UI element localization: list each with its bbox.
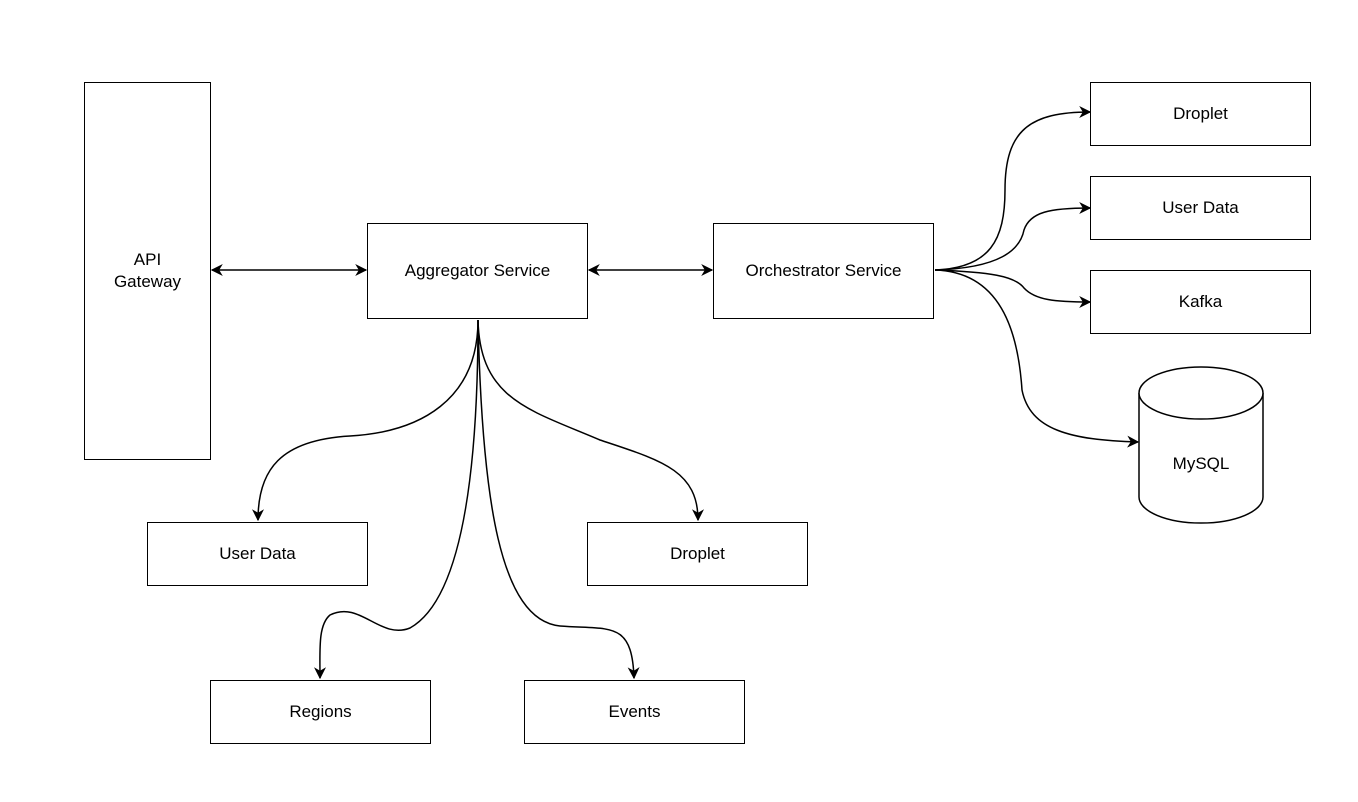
mysql-cylinder	[1138, 366, 1264, 524]
regions-label: Regions	[289, 702, 352, 721]
api-gateway-node: API Gateway	[84, 82, 211, 460]
events-node: Events	[524, 680, 745, 744]
orchestrator-service-label: Orchestrator Service	[745, 261, 902, 280]
edge-aggregator-regions	[313, 319, 479, 680]
aggregator-user-data-node: User Data	[147, 522, 368, 586]
edge-orchestrator-kafka	[934, 269, 1092, 308]
api-gateway-label: API Gateway	[113, 250, 182, 291]
edge-aggregator-events	[477, 319, 640, 680]
aggregator-droplet-node: Droplet	[587, 522, 808, 586]
aggregator-droplet-label: Droplet	[670, 544, 725, 563]
orchestrator-service-node: Orchestrator Service	[713, 223, 934, 319]
orchestrator-user-data-node: User Data	[1090, 176, 1311, 240]
orchestrator-droplet-label: Droplet	[1173, 104, 1228, 123]
edge-orchestrator-user-data	[934, 202, 1092, 271]
edge-aggregator-user-data	[252, 319, 479, 522]
kafka-label: Kafka	[1178, 292, 1223, 311]
edge-aggregator-droplet	[477, 319, 704, 522]
edge-orchestrator-mysql	[934, 269, 1140, 448]
kafka-node: Kafka	[1090, 270, 1311, 334]
events-label: Events	[608, 702, 661, 721]
aggregator-user-data-label: User Data	[219, 544, 296, 563]
orchestrator-user-data-label: User Data	[1162, 198, 1239, 217]
aggregator-service-node: Aggregator Service	[367, 223, 588, 319]
aggregator-service-label: Aggregator Service	[404, 261, 551, 280]
orchestrator-droplet-node: Droplet	[1090, 82, 1311, 146]
edge-orchestrator-droplet	[934, 106, 1092, 271]
regions-node: Regions	[210, 680, 431, 744]
mysql-label: MySQL	[1172, 454, 1230, 473]
